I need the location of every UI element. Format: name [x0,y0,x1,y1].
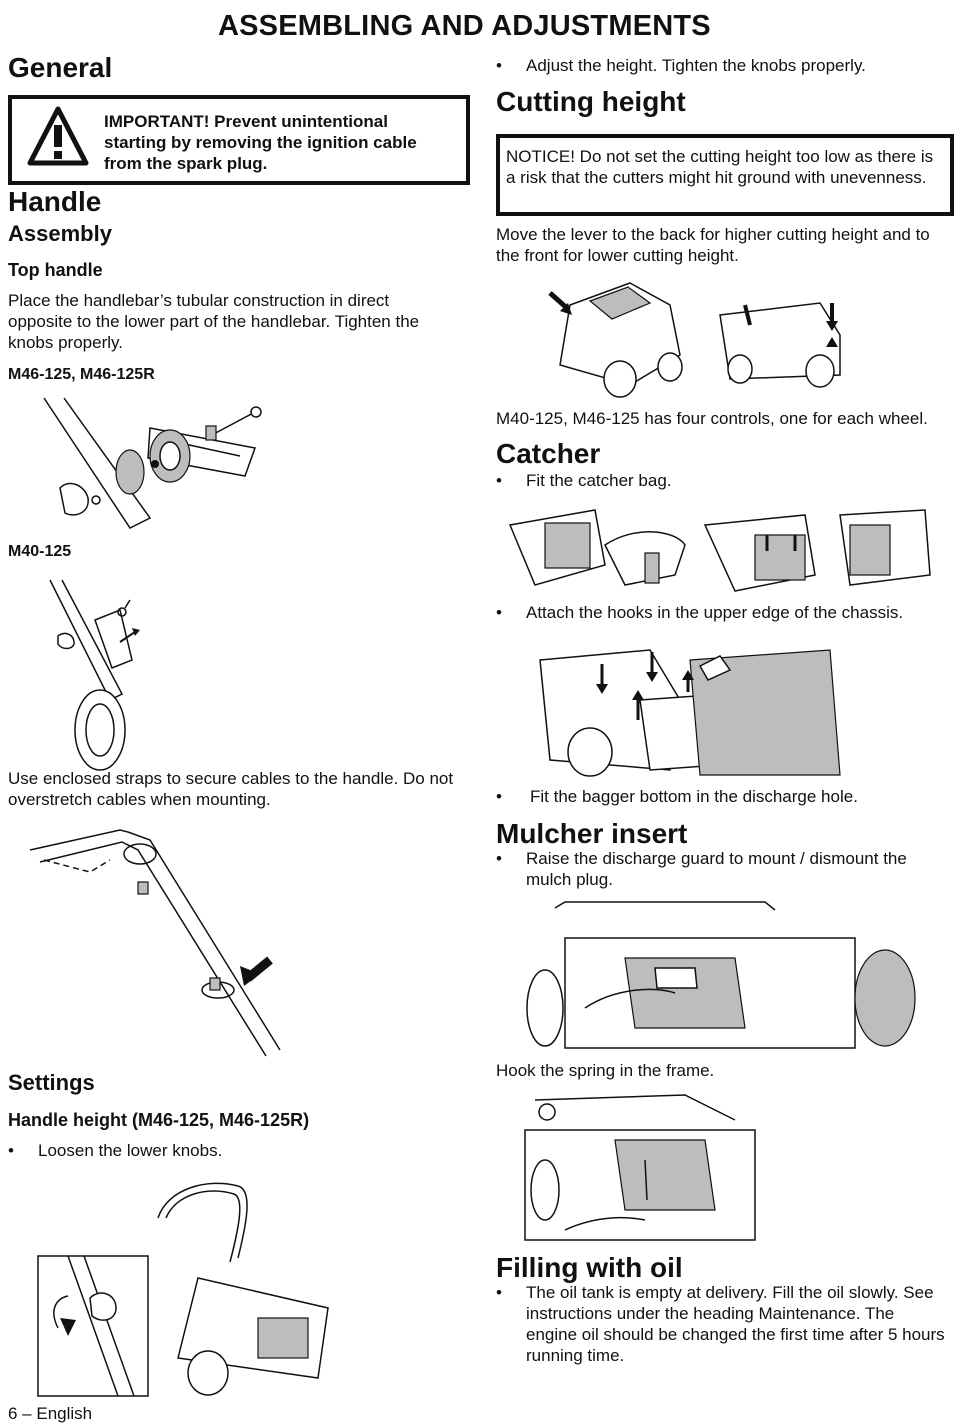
bullet-text: Loosen the lower knobs. [38,1141,223,1160]
page-title: ASSEMBLING AND ADJUSTMENTS [218,10,711,42]
list-item: • Fit the bagger bottom in the discharge… [496,786,946,808]
page-footer: 6 – English [8,1404,93,1423]
warning-triangle-icon [27,106,89,166]
bullet-dot: • [496,56,502,75]
spring-text: Hook the spring in the frame. [496,1061,715,1080]
bullet-dot: • [496,603,502,622]
top-handle-text: Place the handlebar’s tubular constructi… [8,291,420,352]
cable-strap-illustration [29,829,281,1057]
model-label: M40-125 [8,543,72,560]
catcher-hooks-illustration [539,649,841,777]
handle-height-heading: Handle height (M46-125, M46-125R) [8,1110,310,1130]
bullet-text: Fit the catcher bag. [526,471,672,490]
spring-frame-illustration [524,1094,756,1241]
list-item: • Adjust the height. Tighten the knobs p… [496,55,946,77]
bullet-text: Raise the discharge guard to mount / dis… [526,849,907,889]
bullet-dot: • [496,787,502,806]
settings-heading: Settings [8,1070,95,1095]
list-item: • Fit the catcher bag. [496,470,946,492]
bullet-dot: • [496,849,502,868]
mower-handle-illustration [37,1182,329,1397]
notice-text: NOTICE! Do not set the cutting height to… [506,147,934,187]
cutting-height-illustration [548,282,841,398]
mulcher-insert-illustration [526,901,916,1049]
important-text: IMPORTANT! Prevent unintentional startin… [104,112,417,173]
bullet-text: Fit the bagger bottom in the discharge h… [530,787,858,806]
bullet-dot: • [8,1141,14,1160]
general-heading: General [8,52,113,83]
lever-text: Move the lever to the back for higher cu… [496,225,930,265]
list-item: • Attach the hooks in the upper edge of … [496,602,946,624]
handlebar-knob-illustration [43,397,262,529]
handle-heading: Handle [8,186,102,217]
model-label: M46-125, M46-125R [8,366,155,383]
notice-box: NOTICE! Do not set the cutting height to… [496,134,954,216]
top-handle-heading: Top handle [8,260,103,280]
controls-text: M40-125, M46-125 has four controls, one … [496,409,928,428]
cutting-height-heading: Cutting height [496,86,686,117]
list-item: • Loosen the lower knobs. [8,1140,448,1162]
important-box: IMPORTANT! Prevent unintentional startin… [8,95,470,185]
filling-oil-heading: Filling with oil [496,1252,683,1283]
catcher-heading: Catcher [496,438,601,469]
bullet-text: The oil tank is empty at delivery. Fill … [526,1283,945,1365]
bullet-dot: • [496,471,502,490]
bullet-text: Adjust the height. Tighten the knobs pro… [526,56,866,75]
straps-text: Use enclosed straps to secure cables to … [8,769,454,809]
catcher-bag-illustration [508,509,931,592]
list-item: • Raise the discharge guard to mount / d… [496,848,946,892]
wheel-handle-illustration [49,579,140,771]
assembly-heading: Assembly [8,221,112,246]
list-item: • The oil tank is empty at delivery. Fil… [496,1282,946,1368]
mulcher-heading: Mulcher insert [496,818,688,849]
bullet-dot: • [496,1283,502,1302]
bullet-text: Attach the hooks in the upper edge of th… [526,603,904,622]
